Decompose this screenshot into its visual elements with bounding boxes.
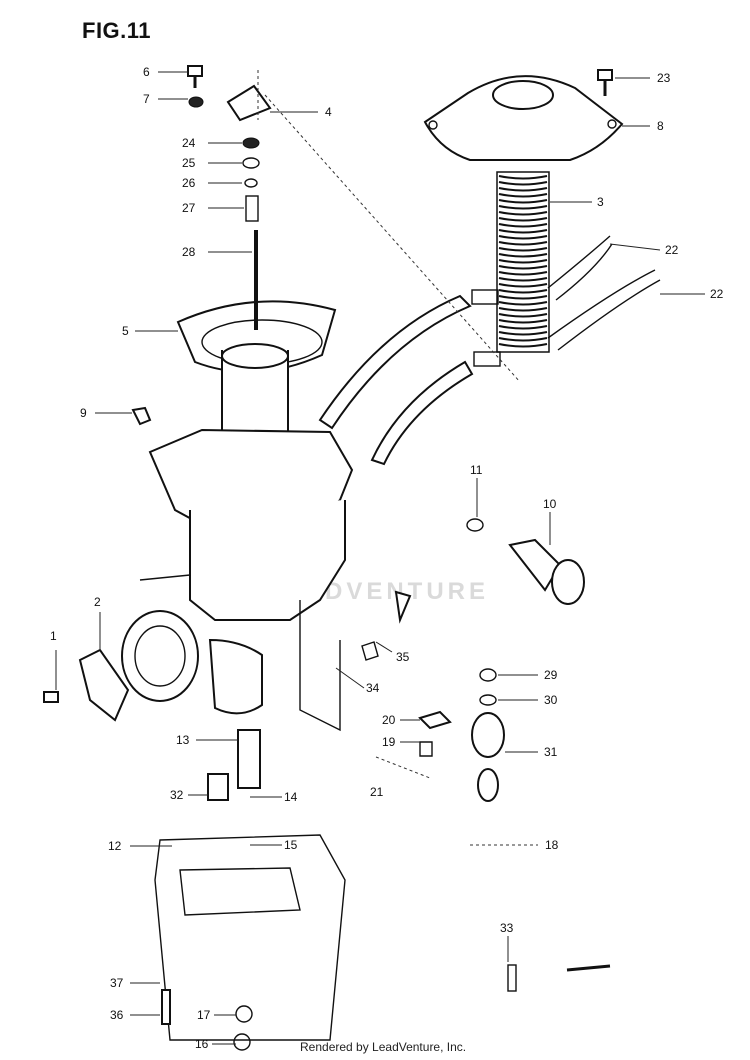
callout-3: 3 bbox=[597, 195, 604, 209]
spring-coil bbox=[498, 307, 548, 312]
spring-coil bbox=[498, 193, 548, 198]
float-bowl bbox=[154, 834, 346, 1041]
spring-coil bbox=[498, 229, 548, 234]
top-cover bbox=[78, 648, 130, 722]
spring-coil bbox=[498, 211, 548, 216]
callout-31: 31 bbox=[544, 745, 558, 759]
spring-coil bbox=[498, 289, 548, 294]
spring-coil bbox=[498, 199, 548, 204]
callout-23: 23 bbox=[657, 71, 671, 85]
callout-1: 1 bbox=[50, 629, 57, 643]
callout-33: 33 bbox=[500, 921, 514, 935]
callout-22a: 22 bbox=[665, 243, 679, 257]
callout-34: 34 bbox=[366, 681, 380, 695]
spring-coil bbox=[498, 325, 548, 330]
callout-20: 20 bbox=[382, 713, 396, 727]
guide-line bbox=[264, 94, 521, 383]
spring-coil bbox=[498, 283, 548, 288]
callout-4: 4 bbox=[325, 105, 332, 119]
callout-26: 26 bbox=[182, 176, 196, 190]
diaphragm-cover bbox=[423, 75, 624, 161]
callout-28: 28 bbox=[182, 245, 196, 259]
callout-5: 5 bbox=[122, 324, 129, 338]
callout-27: 27 bbox=[182, 201, 196, 215]
callout-14: 14 bbox=[284, 790, 298, 804]
spring-coil bbox=[498, 235, 548, 240]
spring-coil bbox=[498, 331, 548, 336]
spring-coil bbox=[498, 271, 548, 276]
callout-11: 11 bbox=[470, 463, 483, 477]
spring-coil bbox=[498, 247, 548, 252]
callout-8: 8 bbox=[657, 119, 664, 133]
needle-parts bbox=[226, 84, 272, 222]
spring-coil bbox=[498, 175, 548, 180]
callout-36: 36 bbox=[110, 1008, 124, 1022]
callout-9: 9 bbox=[80, 406, 87, 420]
vent-tubes bbox=[318, 235, 661, 466]
callout-10: 10 bbox=[543, 497, 557, 511]
spring-coil bbox=[498, 241, 548, 246]
callout-22b: 22 bbox=[710, 287, 724, 301]
callout-16: 16 bbox=[195, 1037, 209, 1051]
callout-25: 25 bbox=[182, 156, 196, 170]
carb-body bbox=[121, 428, 354, 732]
spring-coil bbox=[498, 259, 548, 264]
spring-coil bbox=[498, 295, 548, 300]
spring-coil bbox=[498, 277, 548, 282]
spring-coil bbox=[498, 319, 548, 324]
callout-15: 15 bbox=[284, 838, 298, 852]
callout-32: 32 bbox=[170, 788, 184, 802]
spring-coil bbox=[498, 181, 548, 186]
callout-13: 13 bbox=[176, 733, 190, 747]
spring bbox=[496, 171, 550, 353]
choke-assembly bbox=[508, 538, 585, 605]
callout-6: 6 bbox=[143, 65, 150, 79]
callout-7: 7 bbox=[143, 92, 150, 106]
figure-title: FIG.11 bbox=[82, 18, 152, 43]
callout-35: 35 bbox=[396, 650, 410, 664]
spring-coil bbox=[498, 265, 548, 270]
spring-coil bbox=[498, 337, 548, 342]
callout-37: 37 bbox=[110, 976, 124, 990]
spring-coil bbox=[498, 187, 548, 192]
spring-coil bbox=[498, 253, 548, 258]
callout-29: 29 bbox=[544, 668, 558, 682]
spring-coil bbox=[498, 217, 548, 222]
spring-coil bbox=[498, 301, 548, 306]
callout-2: 2 bbox=[94, 595, 101, 609]
callout-12: 12 bbox=[108, 839, 122, 853]
spring-coil bbox=[498, 313, 548, 318]
spring-coil bbox=[498, 205, 548, 210]
callouts: 1 2 3 4 5 6 7 8 9 10 11 12 13 14 15 16 1 bbox=[50, 65, 724, 1051]
jets-float bbox=[207, 668, 505, 802]
callout-19: 19 bbox=[382, 735, 396, 749]
callout-17: 17 bbox=[197, 1008, 211, 1022]
footer-credit: Rendered by LeadVenture, Inc. bbox=[300, 1040, 467, 1054]
callout-18: 18 bbox=[545, 838, 559, 852]
spring-coil bbox=[498, 223, 548, 228]
small-screws bbox=[43, 65, 613, 1051]
callout-24: 24 bbox=[182, 136, 196, 150]
callout-21: 21 bbox=[370, 785, 384, 799]
callout-30: 30 bbox=[544, 693, 558, 707]
spring-coil bbox=[498, 343, 548, 348]
